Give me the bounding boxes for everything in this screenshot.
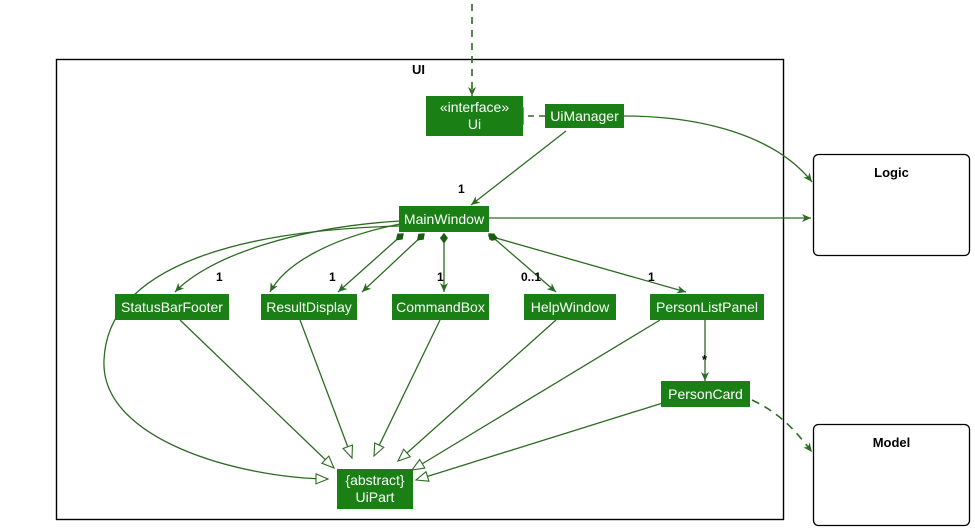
class-ui-part-name: UiPart xyxy=(355,489,395,505)
class-person-list-panel[interactable]: PersonListPanel xyxy=(650,294,764,320)
generalization-helpwindow-uipart xyxy=(396,319,557,462)
class-person-card-name: PersonCard xyxy=(668,385,743,402)
assoc-mainwindow-statusbarfooter-curve xyxy=(174,220,401,293)
mult-personlistpanel-personcard: * xyxy=(702,352,708,367)
generalization-mainwindow-uipart xyxy=(103,225,401,485)
class-ui-part[interactable]: {abstract} UiPart xyxy=(337,469,413,509)
class-ui-manager[interactable]: UiManager xyxy=(545,104,624,128)
composition-mainwindow-resultdisplay xyxy=(361,234,424,293)
ui-package-border xyxy=(55,58,785,521)
class-ui-part-stereotype: {abstract} xyxy=(345,472,405,488)
class-help-window-name: HelpWindow xyxy=(530,298,610,315)
model-component-box xyxy=(812,423,971,527)
assoc-uimanager-mainwindow xyxy=(470,130,567,206)
mult-mainwindow-personlistpanel: 1 xyxy=(648,270,655,284)
class-ui-interface[interactable]: «interface» Ui xyxy=(426,96,523,136)
generalization-statusbarfooter-uipart xyxy=(179,319,336,469)
composition-mainwindow-personlistpanel xyxy=(489,236,687,292)
class-main-window-name: MainWindow xyxy=(403,210,485,227)
mult-mainwindow-resultdisplay: 1 xyxy=(329,270,336,284)
class-ui-interface-name: Ui xyxy=(467,116,482,132)
class-status-bar-footer[interactable]: StatusBarFooter xyxy=(115,294,229,320)
mult-mainwindow-statusbarfooter: 1 xyxy=(216,270,223,284)
logic-component-label: Logic xyxy=(874,165,909,180)
class-command-box-name: CommandBox xyxy=(396,298,485,315)
class-person-card[interactable]: PersonCard xyxy=(661,381,750,407)
generalization-commandbox-uipart xyxy=(373,319,441,458)
generalization-personlistpanel-uipart xyxy=(410,319,661,471)
mult-mainwindow-commandbox: 1 xyxy=(437,270,444,284)
logic-component-box xyxy=(812,153,971,257)
class-status-bar-footer-name: StatusBarFooter xyxy=(121,298,223,315)
class-result-display[interactable]: ResultDisplay xyxy=(261,294,357,320)
class-command-box[interactable]: CommandBox xyxy=(392,294,489,320)
dependency-personcard-model xyxy=(751,399,813,453)
class-main-window[interactable]: MainWindow xyxy=(399,206,489,232)
class-ui-manager-name: UiManager xyxy=(550,107,619,124)
generalization-resultdisplay-uipart xyxy=(299,319,354,460)
model-component-label: Model xyxy=(872,435,911,450)
class-result-display-name: ResultDisplay xyxy=(266,298,352,315)
generalization-personcard-uipart xyxy=(414,401,667,482)
ui-package-label: UI xyxy=(412,62,425,77)
assoc-mainwindow-resultdisplay-curve xyxy=(269,223,401,293)
assoc-uimanager-logic xyxy=(623,115,813,183)
class-ui-interface-stereotype: «interface» xyxy=(439,99,510,115)
mult-mainwindow-helpwindow: 0..1 xyxy=(521,270,542,284)
mult-uimanager-mainwindow: 1 xyxy=(458,182,465,196)
class-person-list-panel-name: PersonListPanel xyxy=(656,298,758,315)
class-help-window[interactable]: HelpWindow xyxy=(524,294,616,320)
